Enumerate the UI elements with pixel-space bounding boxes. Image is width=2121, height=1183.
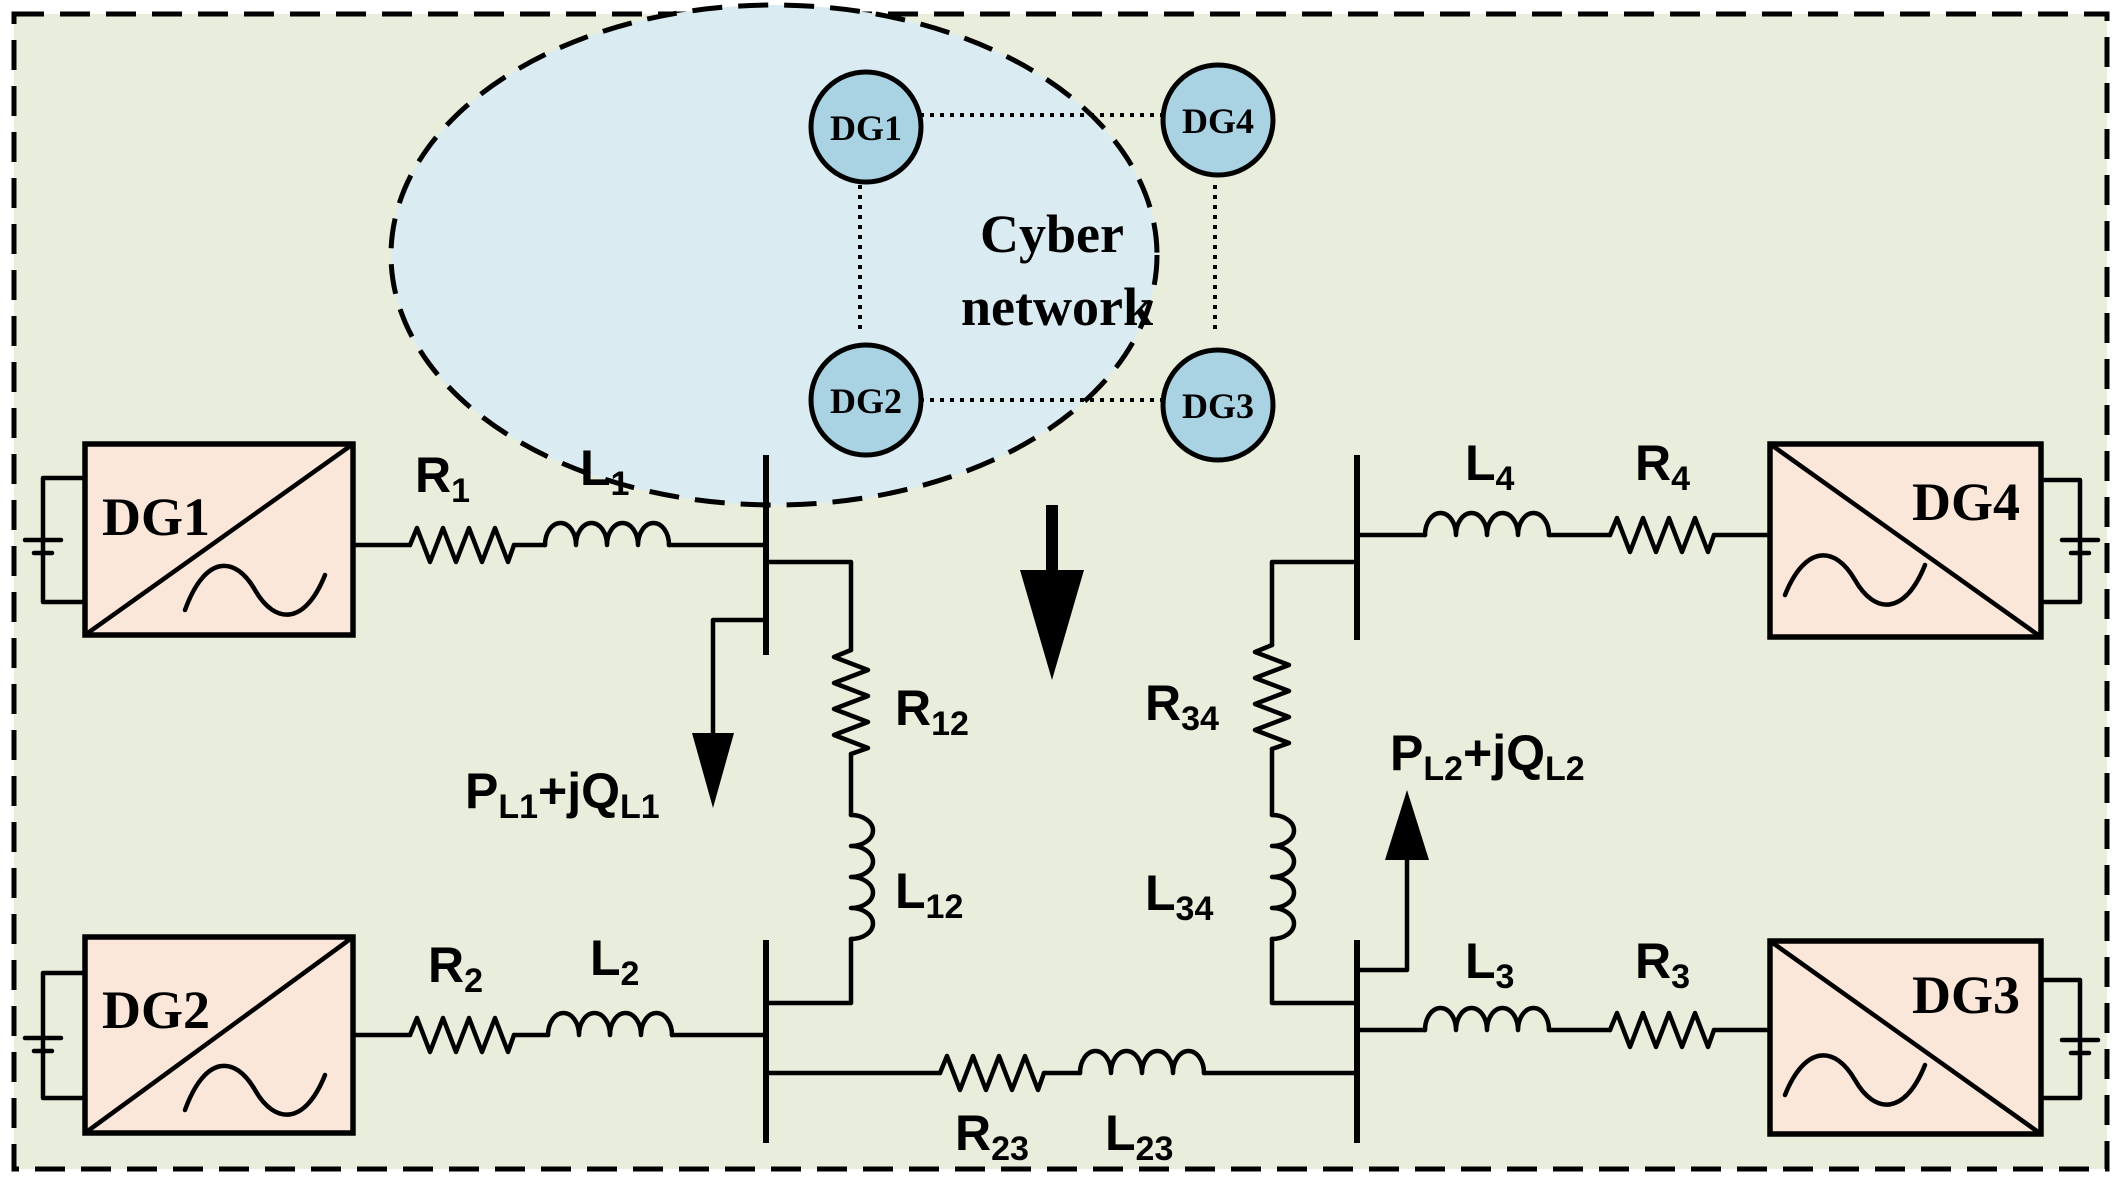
resistor-r34-icon <box>1252 642 1292 752</box>
cyber-node-dg2 <box>808 342 924 458</box>
resistor-r4-icon <box>1607 515 1717 555</box>
dg4-source: DG4 <box>1767 441 2101 640</box>
line-12 <box>763 559 876 1006</box>
inductor-l23-icon <box>1077 1048 1207 1076</box>
dg1-converter-diagonal <box>82 441 356 638</box>
cyber-node-dg1-label: DG1 <box>830 108 902 148</box>
dg3-label: DG3 <box>1912 965 2020 1025</box>
resistor-r23-icon <box>937 1053 1047 1093</box>
label-load-1: PL1+jQL1 <box>465 763 660 826</box>
cyber-node-dg3 <box>1160 347 1276 463</box>
dg1-ac-wave-icon <box>182 563 328 617</box>
dg4-label: DG4 <box>1912 472 2020 532</box>
cyber-network-title-line1: Cyber <box>980 204 1124 264</box>
cyber-network-title-line2: network <box>961 277 1153 337</box>
feeder-dg2 <box>350 1010 769 1055</box>
label-l1: L1 <box>580 440 629 503</box>
resistor-r2-icon <box>407 1015 517 1055</box>
label-l4: L4 <box>1465 435 1515 498</box>
load-1-arrow-icon <box>692 733 734 808</box>
dg2-ac-wave-icon <box>182 1063 328 1117</box>
dg4-ac-wave-icon <box>1782 553 1928 607</box>
dg1-label: DG1 <box>102 487 210 547</box>
resistor-r12-icon <box>831 647 871 757</box>
load-1 <box>692 617 769 808</box>
cyber-node-dg4-label: DG4 <box>1182 101 1254 141</box>
inductor-l3-icon <box>1422 1005 1552 1033</box>
cyber-node-dg2-label: DG2 <box>830 381 902 421</box>
feeder-dg1 <box>350 520 769 565</box>
label-r2: R2 <box>428 937 483 1000</box>
label-l3: L3 <box>1465 933 1514 996</box>
line-34 <box>1252 559 1360 1006</box>
resistor-r3-icon <box>1607 1010 1717 1050</box>
dg2-label: DG2 <box>102 980 210 1040</box>
load-1-wire <box>710 617 769 743</box>
label-load-2: PL2+jQL2 <box>1390 725 1585 788</box>
control-arrow-head <box>1020 570 1084 680</box>
label-r12: R12 <box>895 680 969 743</box>
cyber-node-dg1 <box>808 69 924 185</box>
label-l12: L12 <box>895 863 963 926</box>
label-r3: R3 <box>1635 933 1690 996</box>
dg2-source: DG2 <box>22 934 356 1136</box>
load-2-wire <box>1354 852 1410 973</box>
line-23 <box>763 1048 1360 1093</box>
label-l23: L23 <box>1105 1105 1173 1168</box>
label-r23: R23 <box>955 1105 1029 1168</box>
inductor-l12-icon <box>848 812 876 942</box>
feeder-dg3 <box>1354 1005 1773 1050</box>
cyber-node-dg3-label: DG3 <box>1182 386 1254 426</box>
cyber-network: DG1 DG4 DG2 DG3 Cyber network <box>388 2 1276 680</box>
feeder-dg4 <box>1354 510 1773 555</box>
load-2-arrow-icon <box>1385 790 1429 860</box>
dg2-dc-wires <box>40 970 88 1101</box>
cyber-network-boundary <box>388 2 1160 508</box>
label-r1: R1 <box>415 447 470 510</box>
dg3-converter-diagonal <box>1767 938 2044 1137</box>
inductor-l1-icon <box>542 520 672 548</box>
label-l2: L2 <box>590 930 639 993</box>
dg2-converter-diagonal <box>82 934 356 1136</box>
resistor-r1-icon <box>407 525 517 565</box>
inductor-l4-icon <box>1422 510 1552 538</box>
dg4-converter-diagonal <box>1767 441 2044 640</box>
label-l34: L34 <box>1145 865 1213 928</box>
label-r4: R4 <box>1635 435 1690 498</box>
cyber-node-dg4 <box>1160 62 1276 178</box>
inductor-l34-icon <box>1269 812 1297 942</box>
label-r34: R34 <box>1145 675 1219 738</box>
dg1-source: DG1 <box>22 441 356 638</box>
load-2 <box>1354 790 1429 973</box>
dg3-source: DG3 <box>1767 938 2101 1137</box>
dg3-ac-wave-icon <box>1782 1053 1928 1107</box>
inductor-l2-icon <box>545 1010 675 1038</box>
